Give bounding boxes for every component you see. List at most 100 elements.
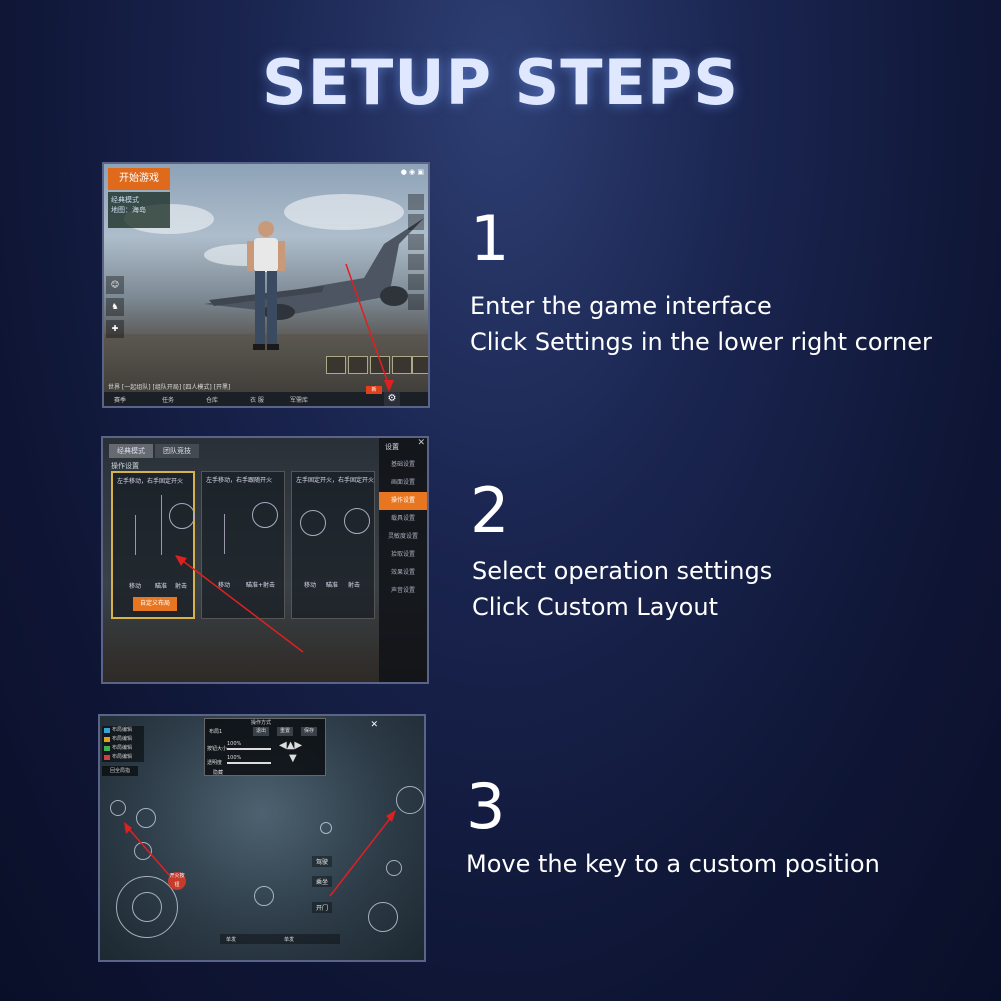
nav-item[interactable]: 赛季 xyxy=(114,397,127,404)
close-icon[interactable]: ✕ xyxy=(417,438,425,448)
sidebar-item-operation[interactable]: 操作设置 xyxy=(379,492,427,510)
sidebar-item[interactable]: 拾取设置 xyxy=(390,551,415,558)
option-header: 左手移动，右手固定开火 xyxy=(117,478,184,485)
ammo-icon[interactable] xyxy=(320,822,332,834)
drive-button[interactable]: 驾驶 xyxy=(312,856,333,867)
layout-option-3[interactable]: 左手固定开火，右手固定开火 移动 瞄准 射击 xyxy=(291,471,375,619)
start-game-button[interactable]: 开始游戏 xyxy=(108,168,170,190)
chat-line[interactable]: 世界 [一起组队] [组队开局] [四人模式] [开黑] xyxy=(108,384,231,391)
control-label: 射击 xyxy=(175,583,188,590)
crosshair-icon[interactable] xyxy=(110,800,126,816)
sidebar-item[interactable]: 效果设置 xyxy=(390,569,415,576)
step-number: 3 xyxy=(466,770,506,843)
step-text: Click Settings in the lower right corner xyxy=(470,328,932,356)
control-label: 瞄准 xyxy=(155,583,168,590)
control-label: 移动 xyxy=(218,582,231,589)
door-button[interactable]: 开门 xyxy=(312,902,333,913)
sidebar-item[interactable]: 声音设置 xyxy=(390,587,415,594)
layout-option-2[interactable]: 左手移动，右手跟随开火 移动 瞄准+射击 xyxy=(201,471,285,619)
reset-layout-button[interactable]: 重置 xyxy=(277,727,294,736)
ranking-icon[interactable] xyxy=(408,274,424,290)
step2-screenshot: 经典模式团队竞技 操作设置 左手移动，右手固定开火 移动 瞄准 射击 自定义布局… xyxy=(101,436,429,684)
event-icon[interactable] xyxy=(408,194,424,210)
section-label: 操作设置 xyxy=(111,462,139,470)
mail-badge: 新 xyxy=(366,386,382,394)
pointer-arrow xyxy=(345,263,394,392)
tab-team[interactable]: 团队竞技 xyxy=(155,444,199,458)
dpad-down-icon[interactable]: ▼ xyxy=(289,753,297,764)
nav-item[interactable]: 衣 服 xyxy=(250,397,264,404)
mode-name: 经典模式 xyxy=(111,196,139,204)
fire-mode-left[interactable]: 单发 xyxy=(226,937,237,943)
shoot-button-2[interactable] xyxy=(368,902,398,932)
player-character xyxy=(247,221,285,350)
fire-button[interactable]: 开火按钮 xyxy=(168,872,186,890)
jump-icon[interactable] xyxy=(386,860,402,876)
promo-thumb[interactable] xyxy=(412,356,428,374)
tab-classic[interactable]: 经典模式 xyxy=(109,444,153,458)
size-label: 按钮大小 xyxy=(207,746,228,752)
shop-icon[interactable] xyxy=(408,214,424,230)
control-label: 射击 xyxy=(348,582,361,589)
settings-title: 设置 xyxy=(385,443,399,451)
option-header: 左手固定开火，右手固定开火 xyxy=(296,477,375,484)
mode-panel[interactable]: 经典模式 地图：海岛 xyxy=(108,192,170,228)
step-text: Enter the game interface xyxy=(470,292,772,320)
friend-icon[interactable]: ☺ xyxy=(106,276,124,294)
reset-button[interactable]: 回全局指 xyxy=(102,766,138,776)
move-knob xyxy=(300,510,326,536)
control-label: 移动 xyxy=(304,582,317,589)
custom-layout-button[interactable]: 自定义布局 xyxy=(133,597,177,611)
move-joystick[interactable] xyxy=(116,876,178,938)
fire-knob xyxy=(344,508,370,534)
promo-thumb[interactable] xyxy=(370,356,390,374)
sprint-icon[interactable] xyxy=(136,808,156,828)
step-text: Select operation settings xyxy=(472,557,773,585)
mission-icon[interactable] xyxy=(408,294,424,310)
nav-item[interactable]: 任务 xyxy=(162,397,175,404)
promo-thumb[interactable] xyxy=(348,356,368,374)
sidebar-item[interactable]: 灵敏度设置 xyxy=(387,533,418,540)
dpad-icon[interactable]: ◀▲▶ xyxy=(279,740,303,751)
step1-screenshot: 开始游戏 经典模式 地图：海岛 ☺ ♞ ✚ ● ◉ ▣ 世界 [一起组队] [组… xyxy=(102,162,430,408)
layout-name[interactable]: 布局1 xyxy=(209,729,223,735)
page-title: SETUP STEPS xyxy=(261,46,740,119)
close-icon[interactable]: ✕ xyxy=(370,720,378,730)
ride-button[interactable]: 乘坐 xyxy=(312,876,333,887)
exit-button[interactable]: 退出 xyxy=(253,727,270,736)
reward-icon[interactable] xyxy=(408,234,424,250)
layout-option-1[interactable]: 左手移动，右手固定开火 移动 瞄准 射击 自定义布局 xyxy=(111,471,195,619)
pointer-arrows xyxy=(124,810,396,897)
step-number: 2 xyxy=(470,474,510,547)
step-text: Click Custom Layout xyxy=(472,593,718,621)
nav-item[interactable]: 仓库 xyxy=(206,397,219,404)
promo-thumb[interactable] xyxy=(326,356,346,374)
nav-item[interactable]: 军需库 xyxy=(290,397,309,404)
control-label: 瞄准 xyxy=(326,582,339,589)
crate-icon[interactable] xyxy=(408,254,424,270)
crouch-icon[interactable] xyxy=(134,842,152,860)
alpha-slider[interactable] xyxy=(227,762,271,764)
control-label: 移动 xyxy=(129,583,142,590)
promo-thumb[interactable] xyxy=(392,356,412,374)
shoot-button[interactable] xyxy=(396,786,424,814)
layout-legend: 布局编辑 布局编辑 布局编辑 布局编辑 xyxy=(102,726,144,762)
invite-icon[interactable]: ✚ xyxy=(106,320,124,338)
size-slider[interactable] xyxy=(227,748,271,750)
alpha-value: 100% xyxy=(227,755,242,761)
option-header: 左手移动，右手跟随开火 xyxy=(206,477,273,484)
sidebar-item[interactable]: 基础设置 xyxy=(390,461,415,468)
sidebar-item[interactable]: 载具设置 xyxy=(390,515,415,522)
joystick-knob[interactable] xyxy=(132,892,162,922)
hide-label[interactable]: 隐藏 xyxy=(213,770,224,776)
settings-sidebar: 设置✕ 基础设置 画面设置 操作设置 载具设置 灵敏度设置 拾取设置 效果设置 … xyxy=(379,438,427,682)
step-text: Move the key to a custom position xyxy=(466,850,880,878)
save-button[interactable]: 保存 xyxy=(301,727,318,736)
step-number: 1 xyxy=(470,202,510,275)
fire-mode-right[interactable]: 单发 xyxy=(284,937,295,943)
operation-panel: 操作方式 布局1 退出 重置 保存 按钮大小 100% 透明度 100% 隐藏 … xyxy=(204,718,326,776)
sidebar-item[interactable]: 画面设置 xyxy=(390,479,415,486)
team-icon[interactable]: ♞ xyxy=(106,298,124,316)
settings-gear-icon[interactable]: ⚙ xyxy=(384,392,400,406)
medkit-icon[interactable] xyxy=(254,886,274,906)
